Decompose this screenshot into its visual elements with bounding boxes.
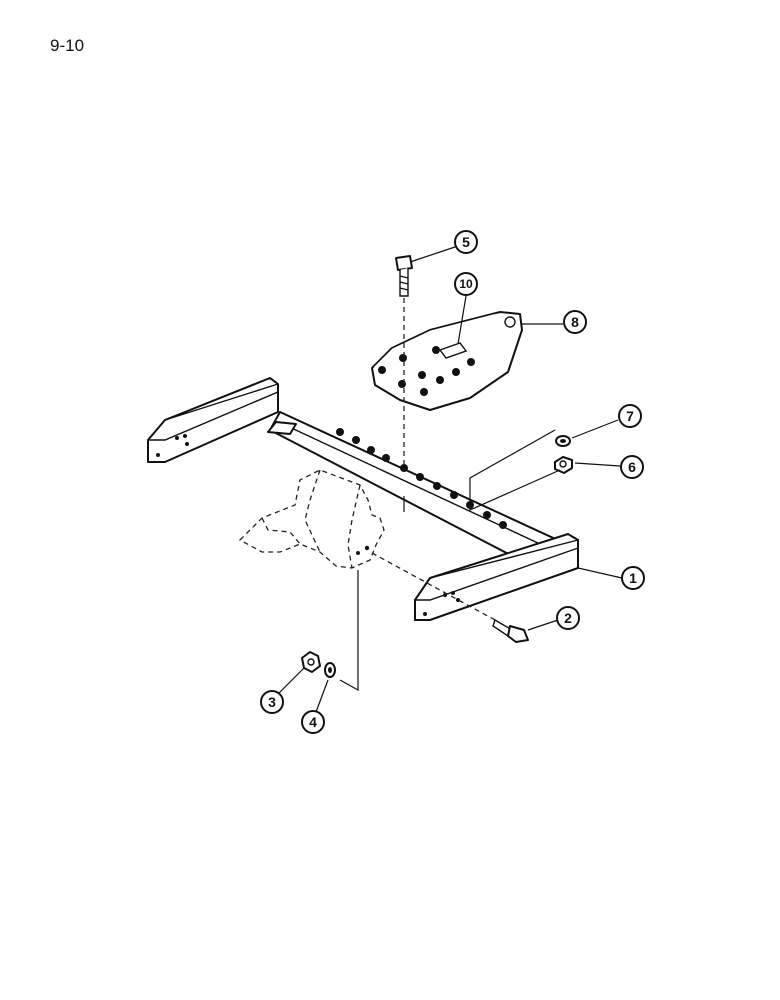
washer-7 (555, 435, 571, 447)
bolt-2 (492, 618, 529, 643)
callout-2: 2 (556, 606, 580, 630)
decal (438, 342, 468, 359)
nut-6-centerline (469, 429, 561, 511)
svg-text:1: 1 (629, 570, 637, 586)
nut-3 (301, 651, 321, 673)
callout-10: 10 (454, 272, 478, 296)
svg-text:8: 8 (571, 314, 579, 330)
callout-5: 5 (454, 230, 478, 254)
svg-text:3: 3 (268, 694, 276, 710)
callout-3: 3 (260, 690, 284, 714)
callout-6: 6 (620, 455, 644, 479)
callout-7: 7 (618, 404, 642, 428)
svg-text:6: 6 (628, 459, 636, 475)
svg-text:4: 4 (309, 714, 317, 730)
svg-text:7: 7 (626, 408, 634, 424)
svg-text:2: 2 (564, 610, 572, 626)
callout-4: 4 (301, 710, 325, 734)
mounting-bracket-phantom (238, 469, 385, 569)
callout-8: 8 (563, 310, 587, 334)
washer-4 (324, 662, 336, 678)
svg-text:10: 10 (459, 277, 473, 291)
hitch-plate (371, 311, 523, 411)
callout-1: 1 (621, 566, 645, 590)
nut-6 (554, 456, 573, 474)
page-number: 9-10 (50, 36, 85, 55)
svg-text:5: 5 (462, 234, 470, 250)
bolt-5 (395, 255, 413, 297)
leader-lines (277, 245, 623, 713)
washer-4-centerline (339, 570, 359, 692)
drawbar (147, 377, 579, 621)
